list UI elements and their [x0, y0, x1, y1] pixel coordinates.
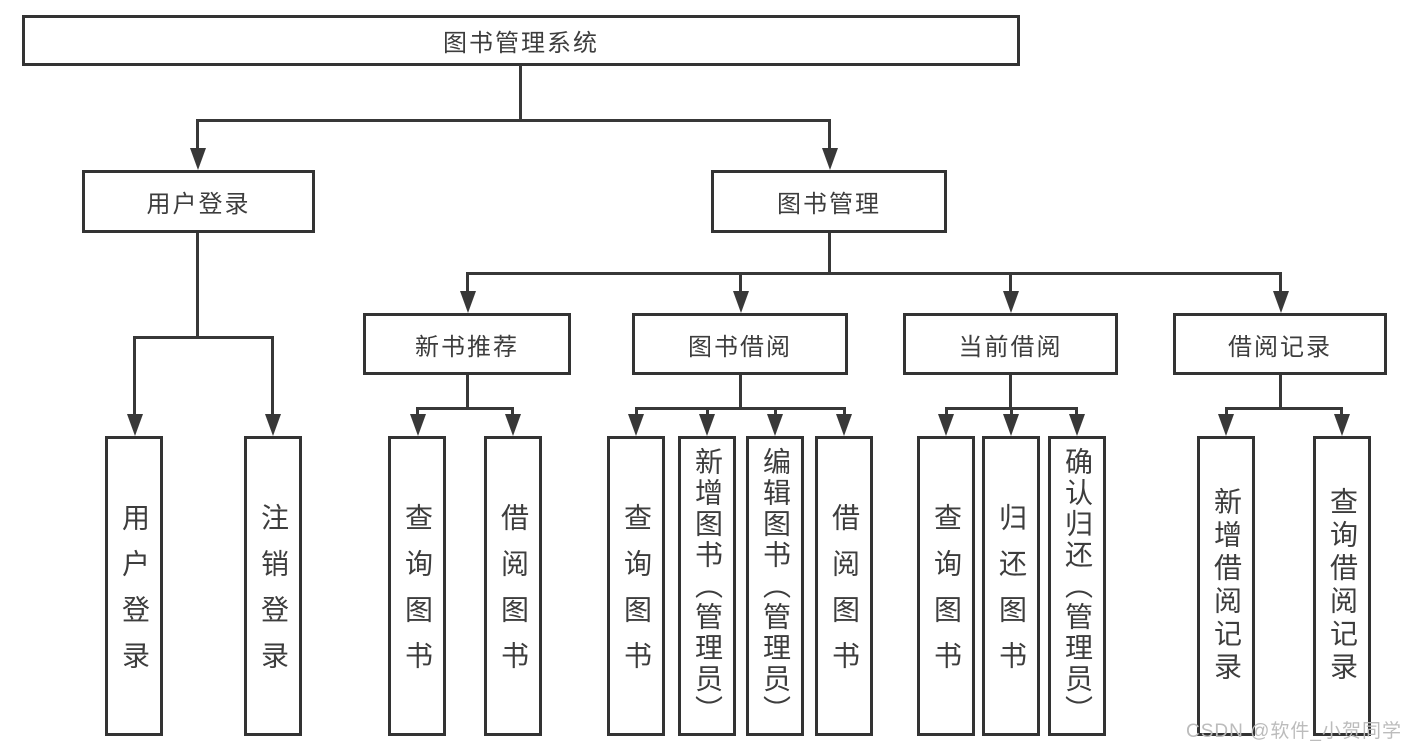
node-current-borrow: 当前借阅 — [903, 313, 1118, 375]
connector-book-stub-2 — [739, 272, 742, 292]
arrow-down-icon-add-books-admin — [699, 414, 715, 436]
connector-recommend-stub-1 — [416, 407, 419, 415]
arrow-down-icon-query-borrow-record — [1334, 414, 1350, 436]
connector-book-stub-1 — [466, 272, 469, 292]
connector-borrow-stub-1 — [635, 407, 638, 415]
node-user-login: 用户登录 — [82, 170, 315, 233]
connector-root-stem — [519, 65, 522, 119]
connector-current-stub-2 — [1010, 407, 1013, 415]
node-root: 图书管理系统 — [22, 15, 1020, 66]
leaf-confirm-return-admin: 确认归还（管理员） — [1048, 436, 1106, 736]
leaf-query-books-borrow-label: 查询图书 — [621, 503, 652, 687]
leaf-query-books-current: 查询图书 — [917, 436, 975, 736]
arrow-down-icon-confirm-return-admin — [1069, 414, 1085, 436]
connector-records-rail — [1225, 407, 1342, 410]
node-user-login-label: 用户登录 — [146, 191, 251, 218]
leaf-logout: 注销登录 — [244, 436, 302, 736]
connector-book-stub-3 — [1009, 272, 1012, 292]
node-book-management-label: 图书管理 — [777, 191, 881, 218]
leaf-query-books-recommend: 查询图书 — [388, 436, 446, 736]
connector-borrow-stem — [739, 375, 742, 408]
connector-root-to-user-stub — [196, 119, 199, 149]
connector-user-rail — [133, 336, 274, 339]
connector-current-stem — [1009, 375, 1012, 408]
leaf-return-books-label: 归还图书 — [996, 503, 1027, 687]
connector-user-stub-1 — [133, 336, 136, 415]
arrow-down-icon-new-book-recommend — [460, 291, 476, 313]
leaf-add-borrow-record: 新增借阅记录 — [1197, 436, 1255, 736]
arrow-down-icon-return-books — [1003, 414, 1019, 436]
leaf-user-login-label: 用户登录 — [119, 503, 150, 687]
leaf-confirm-return-admin-label: 确认归还（管理员） — [1062, 446, 1093, 726]
leaf-user-login: 用户登录 — [105, 436, 163, 736]
connector-records-stub-1 — [1225, 407, 1228, 415]
leaf-edit-books-admin: 编辑图书（管理员） — [746, 436, 804, 736]
leaf-borrow-books-recommend: 借阅图书 — [484, 436, 542, 736]
leaf-query-books-recommend-label: 查询图书 — [402, 503, 433, 687]
arrow-down-icon-query-books-recommend — [410, 414, 426, 436]
node-book-management: 图书管理 — [711, 170, 947, 233]
connector-records-stem — [1279, 375, 1282, 408]
connector-records-stub-2 — [1340, 407, 1343, 415]
arrow-down-icon-leaf-logout — [265, 414, 281, 436]
arrow-down-icon-borrow-records — [1273, 291, 1289, 313]
arrow-down-icon-add-borrow-record — [1218, 414, 1234, 436]
node-root-label: 图书管理系统 — [443, 30, 599, 57]
connector-book-stub-4 — [1279, 272, 1282, 292]
node-current-borrow-label: 当前借阅 — [958, 333, 1063, 361]
connector-borrow-rail — [635, 407, 845, 410]
connector-recommend-rail — [416, 407, 514, 410]
arrow-down-icon-query-books-current — [938, 414, 954, 436]
connector-borrow-stub-4 — [843, 407, 846, 415]
arrow-down-icon-edit-books-admin — [767, 414, 783, 436]
leaf-borrow-books-recommend-label: 借阅图书 — [498, 503, 529, 687]
leaf-add-books-admin-label: 新增图书（管理员） — [692, 446, 723, 726]
node-borrow-records: 借阅记录 — [1173, 313, 1387, 375]
arrow-down-icon-user-login — [190, 148, 206, 170]
connector-current-stub-1 — [945, 407, 948, 415]
leaf-query-borrow-record: 查询借阅记录 — [1313, 436, 1371, 736]
csdn-watermark: CSDN @软件_小贺同学 — [1186, 721, 1402, 742]
connector-current-stub-3 — [1075, 407, 1078, 415]
leaf-query-books-borrow: 查询图书 — [607, 436, 665, 736]
leaf-edit-books-admin-label: 编辑图书（管理员） — [760, 446, 791, 726]
node-new-book-recommend-label: 新书推荐 — [415, 333, 519, 361]
connector-book-rail — [466, 272, 1280, 275]
leaf-add-books-admin: 新增图书（管理员） — [678, 436, 736, 736]
connector-book-stem — [828, 233, 831, 273]
leaf-query-books-current-label: 查询图书 — [931, 503, 962, 687]
arrow-down-icon-book-borrow — [733, 291, 749, 313]
leaf-borrow-books: 借阅图书 — [815, 436, 873, 736]
leaf-query-borrow-record-label: 查询借阅记录 — [1327, 487, 1358, 685]
arrow-down-icon-book-management — [822, 148, 838, 170]
leaf-borrow-books-label: 借阅图书 — [829, 503, 860, 687]
arrow-down-icon-leaf-user-login — [127, 414, 143, 436]
arrow-down-icon-current-borrow — [1003, 291, 1019, 313]
node-book-borrow: 图书借阅 — [632, 313, 848, 375]
node-borrow-records-label: 借阅记录 — [1228, 333, 1332, 361]
arrow-down-icon-query-books-borrow — [628, 414, 644, 436]
connector-root-rail — [196, 119, 831, 122]
connector-user-stub-2 — [271, 336, 274, 415]
connector-borrow-stub-2 — [706, 407, 709, 415]
leaf-logout-label: 注销登录 — [258, 503, 289, 687]
connector-recommend-stem — [466, 375, 469, 408]
leaf-return-books: 归还图书 — [982, 436, 1040, 736]
node-book-borrow-label: 图书借阅 — [688, 333, 792, 361]
connector-user-stem — [196, 233, 199, 336]
leaf-add-borrow-record-label: 新增借阅记录 — [1211, 487, 1242, 685]
arrow-down-icon-borrow-books — [836, 414, 852, 436]
arrow-down-icon-borrow-books-recommend — [505, 414, 521, 436]
node-new-book-recommend: 新书推荐 — [363, 313, 571, 375]
connector-recommend-stub-2 — [511, 407, 514, 415]
connector-root-to-book-stub — [828, 119, 831, 149]
connector-borrow-stub-3 — [774, 407, 777, 415]
